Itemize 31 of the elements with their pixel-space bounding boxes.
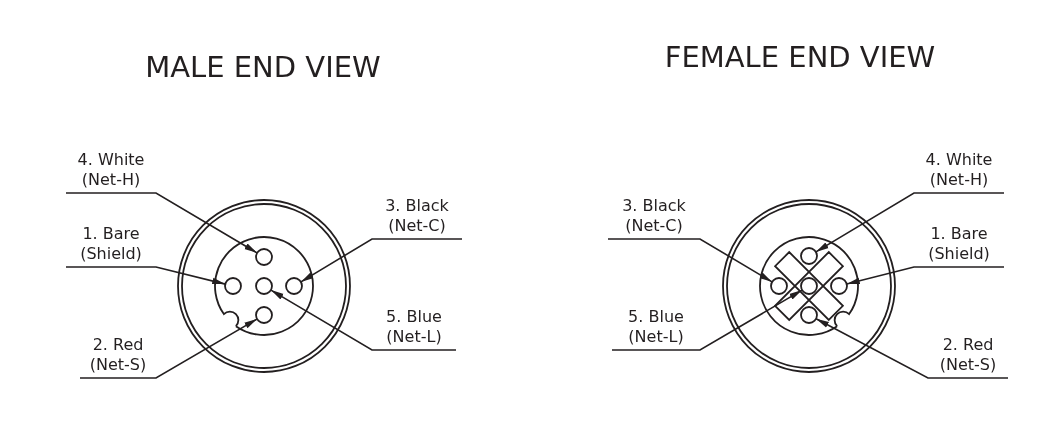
pin-label: 4. White (Net-H) [914, 150, 1004, 190]
pin-hole [255, 306, 273, 324]
leader-line [815, 317, 1009, 379]
pin-label: 3. Black (Net-C) [372, 196, 462, 236]
pin-label: 4. White (Net-H) [66, 150, 156, 190]
pin-hole [255, 248, 273, 266]
pin-label: 2. Red (Net-S) [928, 335, 1008, 375]
view-title: MALE END VIEW [145, 50, 381, 84]
pin-hole [800, 306, 818, 324]
pin-label: 2. Red (Net-S) [80, 335, 156, 375]
leader-line [611, 289, 803, 351]
leader-line [270, 289, 457, 351]
pin-hole [830, 277, 848, 295]
pin-hole [255, 277, 273, 295]
leader-line [815, 192, 1005, 253]
leader-line [300, 238, 463, 283]
view-title: FEMALE END VIEW [664, 40, 936, 74]
pin-hole [800, 247, 818, 265]
pin-hole [224, 277, 242, 295]
pin-label: 3. Black (Net-C) [608, 196, 700, 236]
pin-label: 5. Blue (Net-L) [372, 307, 456, 347]
leader-line [607, 238, 773, 283]
pin-label: 1. Bare (Shield) [914, 224, 1004, 264]
leader-line [65, 192, 258, 254]
leader-line [79, 318, 258, 379]
pin-label: 1. Bare (Shield) [66, 224, 156, 264]
leader-line [846, 266, 1005, 285]
pin-label: 5. Blue (Net-L) [612, 307, 700, 347]
leader-line [65, 266, 226, 285]
pin-hole [285, 277, 303, 295]
pin-hole [770, 277, 788, 295]
